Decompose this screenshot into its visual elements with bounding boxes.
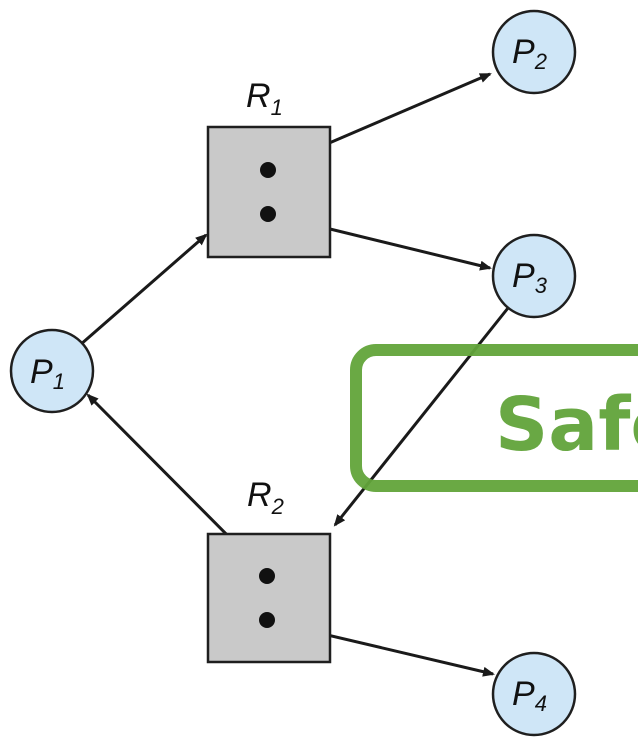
process-p4-circle [491, 651, 577, 737]
resource-r1: R1 [206, 77, 332, 259]
resource-r2-instance-dot [259, 568, 275, 584]
process-p3-circle [491, 233, 577, 319]
resource-r1-instance-dot [260, 206, 276, 222]
process-p3-label: P3 [512, 257, 548, 298]
process-p1: P1 [9, 328, 95, 414]
resource-r2-box [206, 532, 332, 664]
process-p1-circle [9, 328, 95, 414]
process-p2-label: P2 [512, 33, 547, 74]
process-p1-label: P1 [30, 353, 65, 394]
process-p4: P4 [491, 651, 577, 737]
safe-stamp: Safe [350, 344, 638, 492]
safe-stamp-border [350, 344, 638, 492]
process-p3: P3 [491, 233, 577, 319]
resource-r2-label: R2 [247, 476, 284, 519]
process-p4-label: P4 [512, 675, 547, 716]
resource-r2: R2 [206, 476, 332, 664]
edge-p1-to-r1 [79, 233, 208, 347]
process-p2-circle [491, 9, 577, 95]
resource-r2-instance-dot [259, 612, 275, 628]
process-p2: P2 [491, 9, 577, 95]
resource-r1-instance-dot [260, 162, 276, 178]
resource-r1-label: R1 [246, 77, 283, 120]
resource-r1-box [206, 125, 332, 259]
safe-stamp-text: Safe [495, 382, 638, 468]
